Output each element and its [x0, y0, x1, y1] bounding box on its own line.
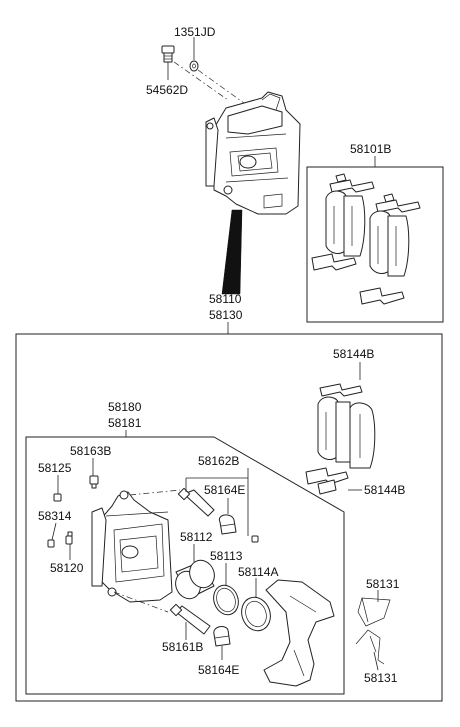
guide-pin-lower-icon	[169, 603, 211, 635]
label-54562D: 54562D	[146, 83, 188, 97]
label-58144B-top: 58144B	[333, 347, 374, 361]
caliper-housing-icon	[91, 490, 173, 603]
brake-pad-kit-icon	[311, 173, 421, 305]
piston-58112-icon	[175, 559, 215, 600]
label-58163B: 58163B	[70, 444, 111, 458]
bleeder-screw-58163B-icon	[89, 475, 99, 489]
label-58164E-bottom: 58164E	[198, 663, 239, 677]
label-58130: 58130	[209, 308, 243, 322]
cap-58125-icon	[53, 493, 62, 502]
label-58110: 58110	[209, 292, 242, 306]
label-58113: 58113	[210, 549, 243, 563]
guide-pin-upper-icon	[177, 487, 215, 517]
label-58162B: 58162B	[198, 454, 239, 468]
anti-rattle-spring-upper-icon	[357, 597, 391, 627]
label-58131-top: 58131	[366, 577, 400, 591]
label-58112: 58112	[180, 530, 213, 544]
label-58101B: 58101B	[350, 142, 391, 156]
label-58120: 58120	[50, 561, 84, 575]
label-58125: 58125	[38, 461, 72, 475]
caliper-bracket-icon	[263, 579, 335, 687]
caliper-assembly-frame	[15, 333, 443, 702]
label-58181: 58181	[108, 416, 142, 430]
label-58144B-bottom: 58144B	[364, 483, 405, 497]
seal-58113-icon	[213, 584, 239, 616]
nipple-icon	[65, 531, 73, 545]
assembly-pointer-wedge	[221, 209, 243, 295]
brake-pads-58144B-icon	[305, 383, 376, 495]
label-1351JD: 1351JD	[174, 25, 216, 39]
caliper-assembly-icon	[205, 91, 301, 215]
bleeder-cap-icon	[251, 535, 259, 543]
washer-1351JD-icon	[189, 60, 199, 72]
caliper-subassembly-frame	[25, 436, 345, 695]
label-58114A: 58114A	[238, 565, 278, 579]
label-58180: 58180	[108, 400, 142, 414]
boot-lower-icon	[213, 626, 231, 647]
label-58314: 58314	[38, 509, 72, 523]
label-58164E-top: 58164E	[204, 483, 245, 497]
bolt-54562D-icon	[161, 45, 175, 63]
boot-upper-icon	[218, 514, 237, 535]
label-58131-bottom: 58131	[364, 671, 398, 685]
bolt-58314-icon	[47, 539, 55, 548]
anti-rattle-spring-lower-icon	[355, 629, 385, 665]
label-58161B: 58161B	[162, 640, 203, 654]
boot-58114A-icon	[241, 596, 271, 632]
